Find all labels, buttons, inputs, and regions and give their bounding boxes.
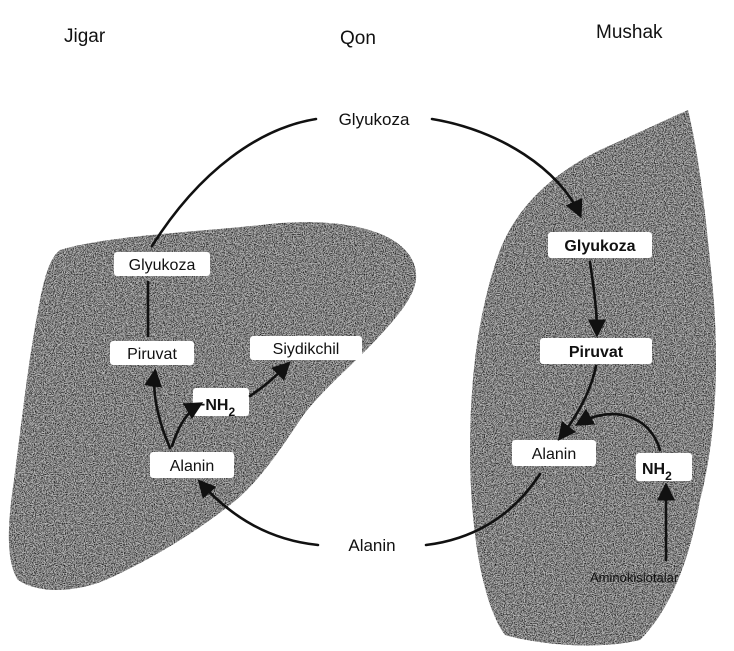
liver-nh2-text: NH [205,397,228,414]
muscle-nh2-text: NH [642,461,665,478]
liver-glucose-label: Glyukoza [129,257,196,274]
liver-pyruvate-label: Piruvat [127,346,177,363]
liver-urea-label: Siydikchil [273,341,340,358]
muscle-alanine-label: Alanin [532,446,576,463]
liver-nh2-sub: 2 [228,405,235,419]
header-muscle: Mushak [596,22,663,43]
muscle-glucose-label: Glyukoza [564,238,635,255]
header-blood: Qon [340,28,376,49]
muscle-pyruvate-label: Piruvat [569,344,624,361]
liver-nh2-prefix: − [196,397,205,414]
muscle-aminoacids-label: Aminokislotalar [590,570,679,585]
liver-alanine-label: Alanin [170,458,214,475]
blood-alanine-label: Alanin [348,536,395,555]
header-liver: Jigar [64,26,106,47]
blood-glucose-label: Glyukoza [339,110,410,129]
muscle-nh2-sub: 2 [665,469,672,483]
